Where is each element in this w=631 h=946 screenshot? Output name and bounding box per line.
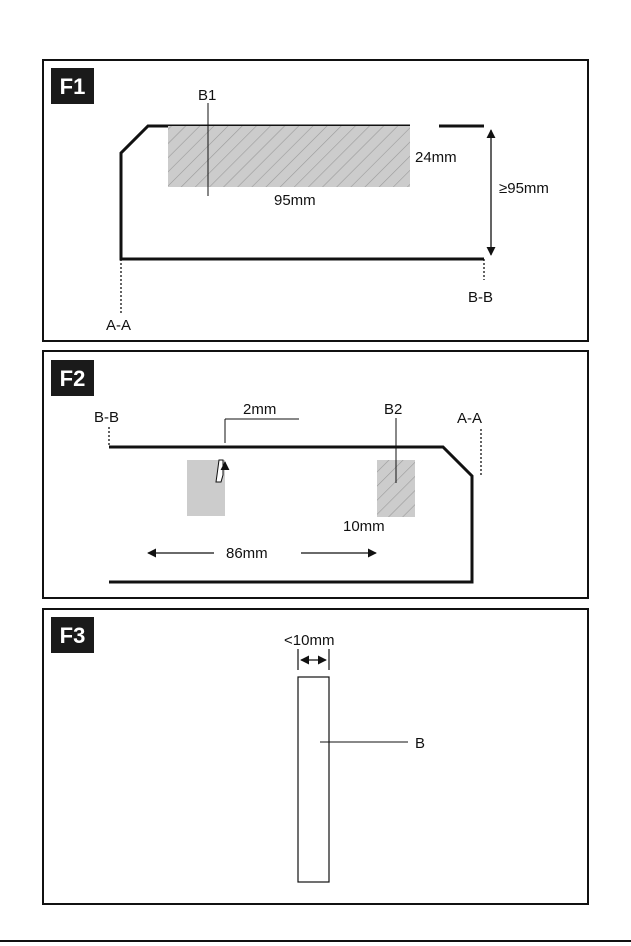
panel-f3-badge-text: F3 — [60, 623, 86, 648]
panel-f2-distance-label: 86mm — [226, 545, 268, 562]
panel-f2-a-a-label: A-A — [457, 410, 482, 427]
panel-f2-board-outline — [109, 447, 472, 582]
panel-f2-frame — [43, 351, 588, 598]
panel-f3-width-label: <10mm — [284, 632, 334, 649]
panel-f1-badge-text: F1 — [60, 74, 86, 99]
panel-f1-width-label: 95mm — [274, 192, 316, 209]
panel-f3-b-label: B — [415, 735, 425, 752]
panel-f1: F1 B1 95mm 24mm ≥95mm A-A B-B — [43, 60, 588, 341]
panel-f1-hatch-part-b1 — [168, 126, 410, 187]
panel-f3: F3 <10mm B — [43, 609, 588, 904]
panel-f2: F2 2mm B2 10mm 86mm B-B A-A — [43, 351, 588, 598]
panel-f1-thickness-label: 24mm — [415, 149, 457, 166]
panel-f3-frame — [43, 609, 588, 904]
panel-f2-badge-text: F2 — [60, 366, 86, 391]
panel-f1-a-a-label: A-A — [106, 317, 131, 334]
panel-f2-b-b-label: B-B — [94, 409, 119, 426]
panel-f1-height-label: ≥95mm — [499, 180, 549, 197]
panel-f2-gap-label: 2mm — [243, 401, 276, 418]
panel-f2-b2-label: B2 — [384, 401, 402, 418]
panel-f1-b1-label: B1 — [198, 87, 216, 104]
panel-f2-part-width-label: 10mm — [343, 518, 385, 535]
panel-f3-part-b-strip — [298, 677, 329, 882]
panel-f1-b-b-label: B-B — [468, 289, 493, 306]
